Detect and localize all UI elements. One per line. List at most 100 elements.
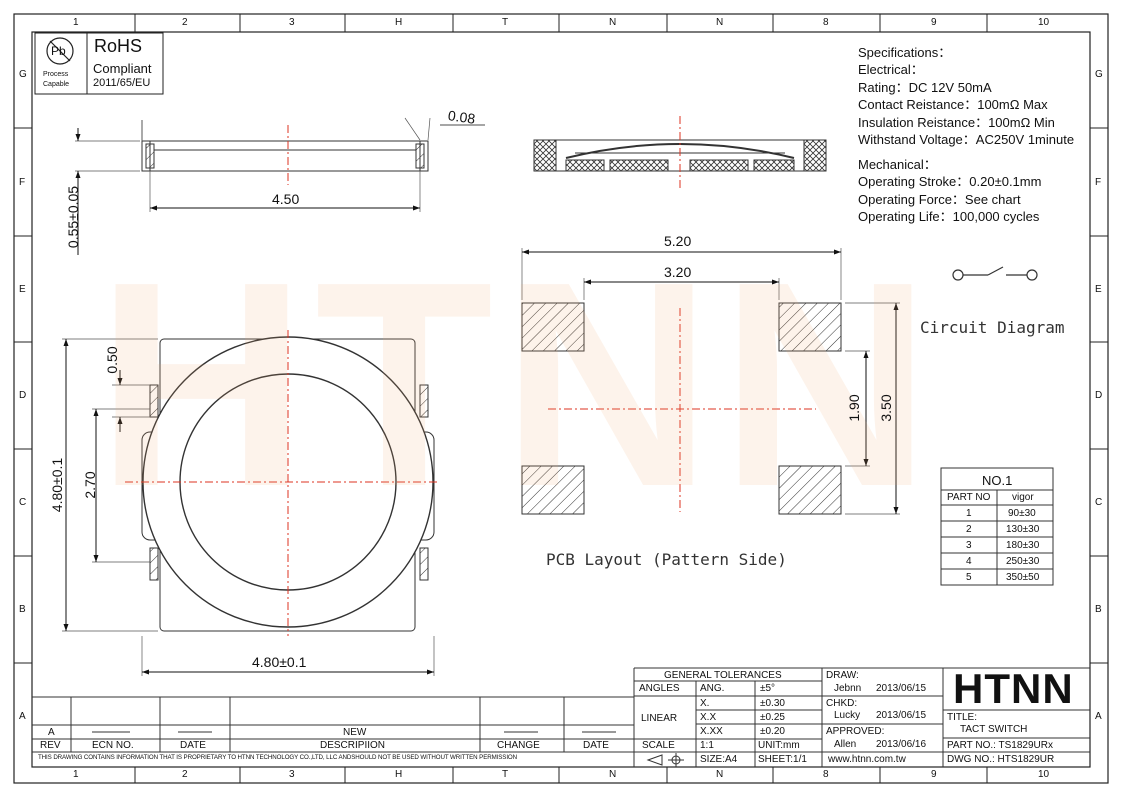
draw-name: Jebnn xyxy=(834,683,862,694)
col-label-bottom: N xyxy=(609,769,617,780)
sheet-label: SHEET:1/1 xyxy=(758,754,807,765)
x1-value: ±0.30 xyxy=(760,698,785,709)
col-label-top: 9 xyxy=(931,17,937,28)
row-label-right: G xyxy=(1095,69,1103,80)
col-label-top: N xyxy=(716,17,724,28)
title-label: TITLE: xyxy=(947,712,978,723)
chkd-label: CHKD: xyxy=(826,698,858,709)
pcb-layout-label: PCB Layout (Pattern Side) xyxy=(546,550,787,569)
draw-label: DRAW: xyxy=(826,670,859,681)
col-label-bottom: H xyxy=(395,769,403,780)
col-label-top: 1 xyxy=(73,17,79,28)
spec-mechanical: Mechanical： xyxy=(858,157,937,172)
approved-name: Allen xyxy=(834,739,857,750)
table-row: 1 xyxy=(966,508,972,519)
rev-value: A xyxy=(48,727,55,738)
approved-date: 2013/06/16 xyxy=(876,739,927,750)
x3-label: X.XX xyxy=(700,726,723,737)
col-label-top: 3 xyxy=(289,17,295,28)
dim-top-height: 4.80±0.1 xyxy=(49,457,65,513)
dim-top-inner: 2.70 xyxy=(82,471,98,499)
col-label-bottom: 2 xyxy=(182,769,188,780)
change-header: CHANGE xyxy=(497,740,540,751)
row-label-right: C xyxy=(1095,497,1103,508)
outer-border xyxy=(13,13,1109,784)
table-row: 250±30 xyxy=(1006,556,1040,567)
drawing-title: TACT SWITCH xyxy=(960,724,1028,735)
ang-value: ±5° xyxy=(760,683,776,694)
row-label-left: F xyxy=(19,177,26,188)
row-label-left: A xyxy=(19,711,26,722)
col-label-bottom: T xyxy=(502,769,509,780)
ang-label: ANG. xyxy=(700,683,725,694)
pcb-layout xyxy=(521,248,900,515)
dwg-number: DWG NO.: HTS1829UR xyxy=(947,754,1055,765)
row-label-left: C xyxy=(19,497,27,508)
force-table-grid xyxy=(940,467,1054,586)
tolerances-title: GENERAL TOLERANCES xyxy=(664,670,782,681)
col-label-bottom: N xyxy=(716,769,724,780)
table-row: 180±30 xyxy=(1006,540,1040,551)
spec-contact-resistance: Contact Reistance：100mΩ Max xyxy=(858,97,1048,112)
spec-withstand-voltage: Withstand Voltage：AC250V 1minute xyxy=(858,132,1075,147)
force-table-title: NO.1 xyxy=(982,473,1013,488)
col-label-bottom: 10 xyxy=(1038,769,1050,780)
row-label-right: D xyxy=(1095,390,1103,401)
date-header: DATE xyxy=(180,740,206,751)
zone-ticks xyxy=(14,14,1108,783)
spec-operating-force: Operating Force：See chart xyxy=(858,192,1021,207)
circuit-symbol xyxy=(952,266,1038,281)
htnn-logo: HTNN xyxy=(953,665,1074,712)
new-value: NEW xyxy=(343,727,367,738)
title-block-grid xyxy=(634,667,1090,767)
rev-header: REV xyxy=(40,740,61,751)
capable-label: Capable xyxy=(43,81,70,88)
row-label-right: E xyxy=(1095,284,1102,295)
ecn-header: ECN NO. xyxy=(92,740,134,751)
spec-rating: Rating：DC 12V 50mA xyxy=(858,80,992,95)
col-label-bottom: 3 xyxy=(289,769,295,780)
angles-label: ANGLES xyxy=(639,683,680,694)
dim-side-height: 0.55±0.05 xyxy=(65,185,81,249)
website-link[interactable]: www.htnn.com.tw xyxy=(828,754,906,765)
section-view xyxy=(533,116,827,190)
scale-value: 1:1 xyxy=(700,740,714,751)
col-label-bottom: 1 xyxy=(73,769,79,780)
dim-side-width: 4.50 xyxy=(272,191,300,207)
col-label-top: 10 xyxy=(1038,17,1050,28)
part-number: PART NO.: TS1829URx xyxy=(947,740,1053,751)
dim-pcb-inner: 3.20 xyxy=(664,264,692,280)
col-label-top: T xyxy=(502,17,509,28)
scale-label: SCALE xyxy=(642,740,675,751)
row-label-left: G xyxy=(19,69,27,80)
col-label-bottom: 8 xyxy=(823,769,829,780)
rohs-title: RoHS xyxy=(94,36,143,56)
unit-label: UNIT:mm xyxy=(758,740,800,751)
table-row: 130±30 xyxy=(1006,524,1040,535)
row-label-right: A xyxy=(1095,711,1102,722)
spec-heading: Specifications： xyxy=(858,45,952,60)
pb-symbol: Pb xyxy=(51,44,66,58)
size-label: SIZE:A4 xyxy=(700,754,738,765)
chkd-name: Lucky xyxy=(834,710,861,721)
dim-pcb-outer: 5.20 xyxy=(664,233,692,249)
date2-header: DATE xyxy=(583,740,609,751)
dim-thickness: 0.08 xyxy=(447,107,477,127)
spec-operating-life: Operating Life：100,000 cycles xyxy=(858,209,1040,224)
row-label-left: E xyxy=(19,284,26,295)
col-label-top: 2 xyxy=(182,17,188,28)
side-view xyxy=(75,117,485,255)
watermark: HTNN xyxy=(96,221,939,547)
force-table-col-part: PART NO xyxy=(947,492,991,503)
dim-top-tab: 0.50 xyxy=(104,346,120,374)
row-label-left: D xyxy=(19,390,27,401)
col-label-top: H xyxy=(395,17,403,28)
dim-top-width: 4.80±0.1 xyxy=(252,654,307,670)
dim-pcb-height: 3.50 xyxy=(878,394,894,422)
x2-label: X.X xyxy=(700,712,717,723)
x1-label: X. xyxy=(700,698,710,709)
spec-electrical: Electrical： xyxy=(858,62,924,77)
table-row: 5 xyxy=(966,572,972,583)
table-row: 350±50 xyxy=(1006,572,1040,583)
